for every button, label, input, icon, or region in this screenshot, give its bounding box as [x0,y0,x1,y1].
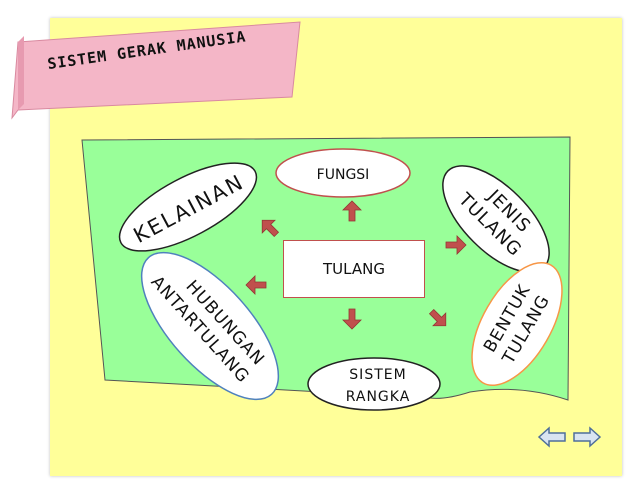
node-fungsi-label: FUNGSI [317,167,370,183]
arrow-left-icon[interactable] [537,425,567,449]
arrow-right-icon[interactable] [572,425,602,449]
node-sistem-label-2: RANGKA [346,389,411,405]
node-fungsi: FUNGSI [275,148,411,198]
node-kelainan: KELAINAN [118,162,258,252]
node-sistem-label-1: SISTEM [349,367,406,383]
center-node-tulang: TULANG [283,240,425,298]
node-sistem: SISTEM RANGKA [307,357,441,411]
node-hubungan: HUBUNGAN ANTARTULANG [140,251,280,401]
